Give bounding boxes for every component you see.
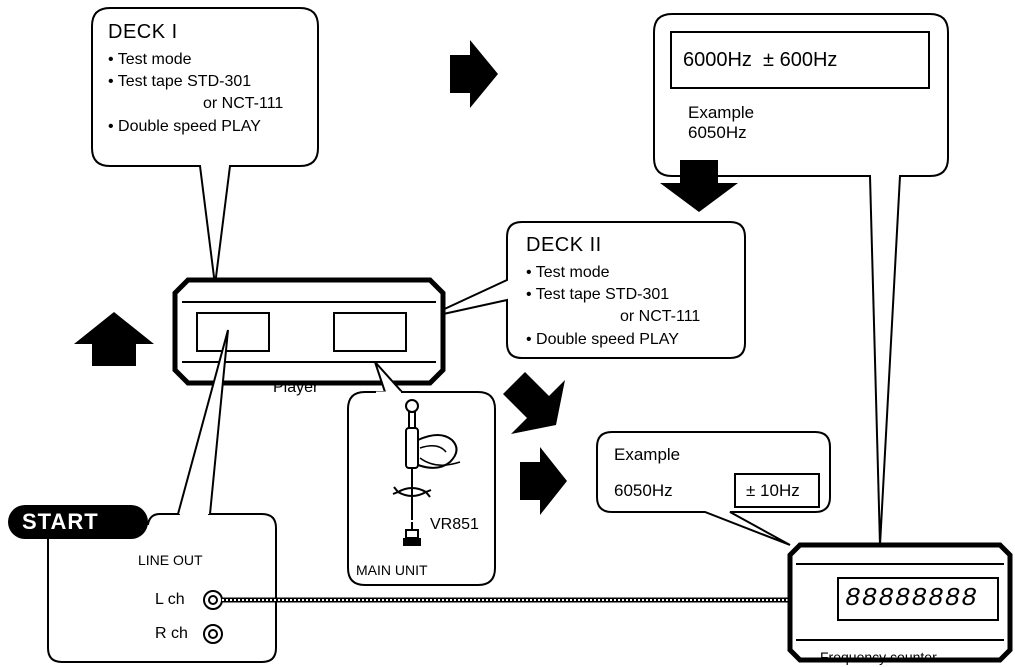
lch-label: L ch bbox=[155, 591, 185, 608]
spec-example-label: Example bbox=[688, 103, 755, 122]
deck1-callout bbox=[91, 7, 319, 286]
arrow-down-icon bbox=[660, 160, 738, 212]
adjust-callout bbox=[347, 361, 496, 586]
rch-jack-icon bbox=[203, 624, 223, 644]
deck1-item: • Test mode bbox=[108, 51, 192, 68]
main-unit-label: MAIN UNIT bbox=[356, 562, 428, 578]
result-tolerance: ± 10Hz bbox=[746, 481, 800, 500]
start-badge bbox=[8, 505, 148, 539]
deck2-window bbox=[333, 312, 407, 352]
deck1-item: or NCT-111 bbox=[203, 95, 284, 112]
vr-label: VR851 bbox=[430, 516, 479, 533]
arrow-up-icon bbox=[74, 312, 154, 366]
deck1-item: • Double speed PLAY bbox=[108, 118, 261, 135]
counter-label: Frequency counter bbox=[820, 649, 937, 665]
deck1-item: • Test tape STD-301 bbox=[108, 73, 252, 90]
tolerance-box bbox=[734, 473, 820, 508]
potentiometer-icon bbox=[403, 522, 421, 546]
lch-jack-icon bbox=[203, 590, 223, 610]
deck1-window bbox=[196, 312, 270, 352]
screwdriver-icon bbox=[392, 399, 461, 520]
arrow-right-icon bbox=[520, 447, 567, 515]
deck1-title: DECK I bbox=[108, 21, 178, 43]
spec-callout bbox=[653, 13, 949, 546]
result-example-label: Example bbox=[614, 445, 681, 464]
counter-display-digits: 88888888 bbox=[845, 583, 978, 613]
result-callout bbox=[596, 431, 831, 546]
deck2-callout bbox=[424, 221, 746, 359]
player-label: Player bbox=[273, 379, 319, 396]
connection-cable bbox=[222, 592, 823, 608]
line-out-panel bbox=[47, 329, 277, 663]
frequency-counter bbox=[787, 542, 1013, 663]
player-unit bbox=[172, 277, 446, 386]
arrow-right-icon bbox=[450, 40, 498, 108]
start-badge-label: START bbox=[22, 509, 99, 534]
spec-range: 6000Hz ± 600Hz bbox=[683, 49, 838, 71]
result-value: 6050Hz bbox=[614, 481, 673, 500]
deck2-title: DECK II bbox=[526, 234, 602, 256]
deck2-item: • Double speed PLAY bbox=[526, 331, 679, 348]
deck2-item: or NCT-111 bbox=[620, 308, 701, 325]
spec-range-box bbox=[670, 31, 930, 89]
rch-label: R ch bbox=[155, 625, 188, 642]
spec-example-value: 6050Hz bbox=[688, 123, 747, 142]
arrow-down-left-icon bbox=[503, 372, 565, 434]
deck2-item: • Test mode bbox=[526, 264, 610, 281]
counter-display bbox=[837, 577, 999, 621]
deck2-item: • Test tape STD-301 bbox=[526, 286, 670, 303]
line-out-label: LINE OUT bbox=[138, 552, 203, 568]
